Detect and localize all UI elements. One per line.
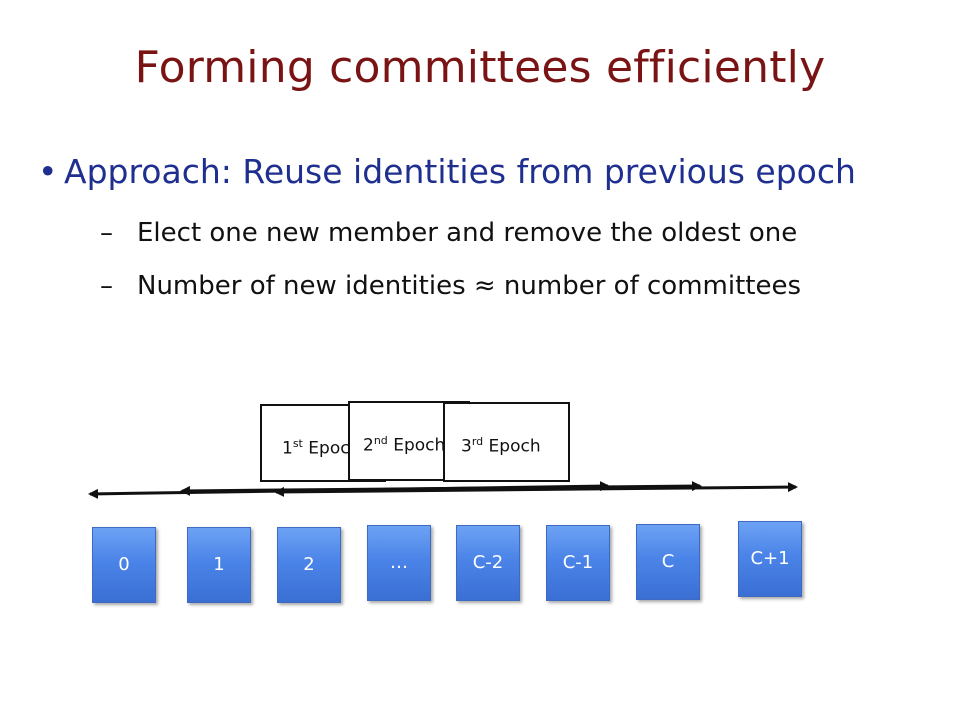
epoch-suffix: st (292, 437, 303, 450)
node-label: 1 (213, 554, 225, 575)
epoch-label: Epoch (308, 438, 361, 459)
node-label: … (390, 552, 408, 573)
node-label: C-2 (472, 552, 504, 573)
epoch-suffix: nd (373, 434, 388, 447)
bullet-marker: • (38, 152, 58, 191)
epoch-number: 3 (461, 436, 472, 457)
epoch-label: Epoch (488, 436, 541, 457)
node-box: C-2 (456, 525, 520, 601)
node-box: C (636, 524, 700, 600)
epoch-box-3: 3rd Epoch (443, 402, 570, 482)
node-box: … (367, 525, 431, 601)
epoch-number: 1 (282, 438, 293, 459)
node-box: C+1 (738, 521, 802, 597)
node-label: 0 (118, 554, 130, 575)
node-box: 0 (92, 527, 156, 603)
node-label: C+1 (750, 548, 790, 569)
epoch-label: Epoch (393, 435, 446, 456)
arrow-epoch-3 (274, 482, 798, 497)
node-box: 2 (277, 527, 341, 603)
bullet-text: Approach: Reuse identities from previous… (64, 152, 856, 191)
epoch-number: 2 (363, 435, 374, 456)
sub-bullet-text: Number of new identities ≈ number of com… (137, 271, 802, 301)
slide-title: Forming committees efficiently (134, 42, 826, 93)
node-box: C-1 (546, 525, 610, 601)
node-label: C (661, 551, 675, 572)
node-box: 1 (187, 527, 251, 603)
sub-bullet-text: Elect one new member and remove the olde… (137, 218, 798, 248)
sub-bullet-marker: – (100, 218, 113, 248)
sub-bullet-marker: – (100, 271, 113, 301)
epoch-suffix: rd (471, 435, 484, 448)
node-label: C-1 (562, 552, 594, 573)
node-label: 2 (303, 554, 315, 575)
